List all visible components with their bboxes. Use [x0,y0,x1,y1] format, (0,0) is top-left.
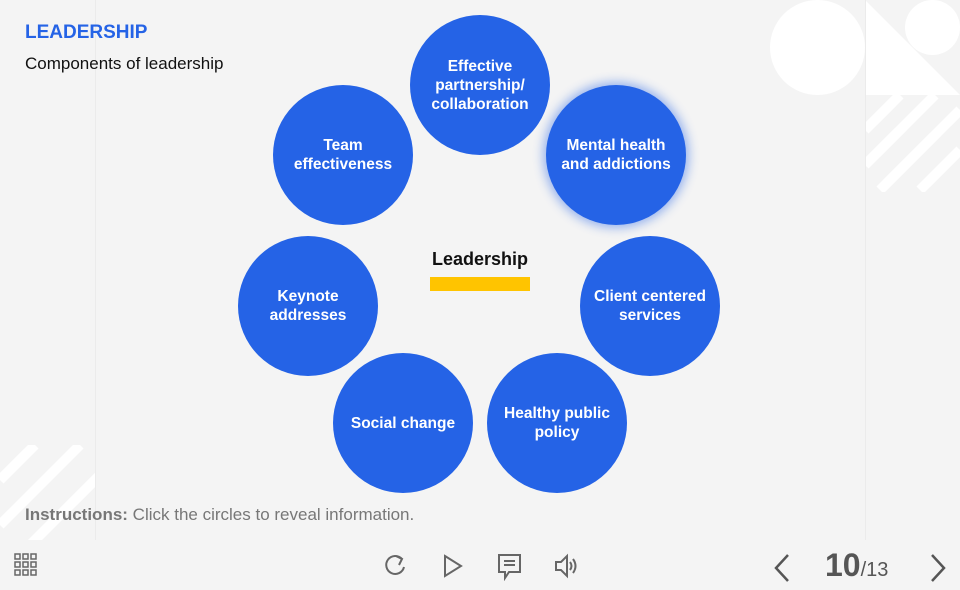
page-counter: 10/13 [825,547,888,584]
page-subtitle: Components of leadership [25,54,224,73]
previous-slide-icon[interactable] [772,553,792,583]
divider-left [95,0,96,540]
instructions: Instructions: Click the circles to revea… [25,505,414,525]
decor-stripes [0,445,95,540]
center-label: Leadership [431,249,529,269]
instructions-label: Instructions: [25,505,128,524]
circle-effective-partnership[interactable]: Effective partnership/ collaboration [410,15,550,155]
next-slide-icon[interactable] [928,553,948,583]
circle-team-effectiveness[interactable]: Team effectiveness [273,85,413,225]
circle-mental-health[interactable]: Mental health and addictions [546,85,686,225]
circle-client-centered[interactable]: Client centered services [580,236,720,376]
highlight-bar [430,277,530,291]
decor-circle-large [770,0,865,95]
circle-keynote-addresses[interactable]: Keynote addresses [238,236,378,376]
menu-grid-icon[interactable] [14,553,38,577]
volume-icon[interactable] [553,553,581,579]
decor-circle-small [905,0,960,55]
page-title: LEADERSHIP [25,22,148,43]
replay-icon[interactable] [383,553,409,579]
current-page: 10 [825,547,861,583]
play-icon[interactable] [442,553,464,579]
circle-healthy-public-policy[interactable]: Healthy public policy [487,353,627,493]
circle-social-change[interactable]: Social change [333,353,473,493]
captions-icon[interactable] [497,553,523,581]
divider-right [865,0,866,540]
decor-shapes [865,0,960,192]
player-footer: 10/13 [0,540,960,590]
total-pages: /13 [860,559,889,581]
instructions-text: Click the circles to reveal information. [127,505,415,524]
